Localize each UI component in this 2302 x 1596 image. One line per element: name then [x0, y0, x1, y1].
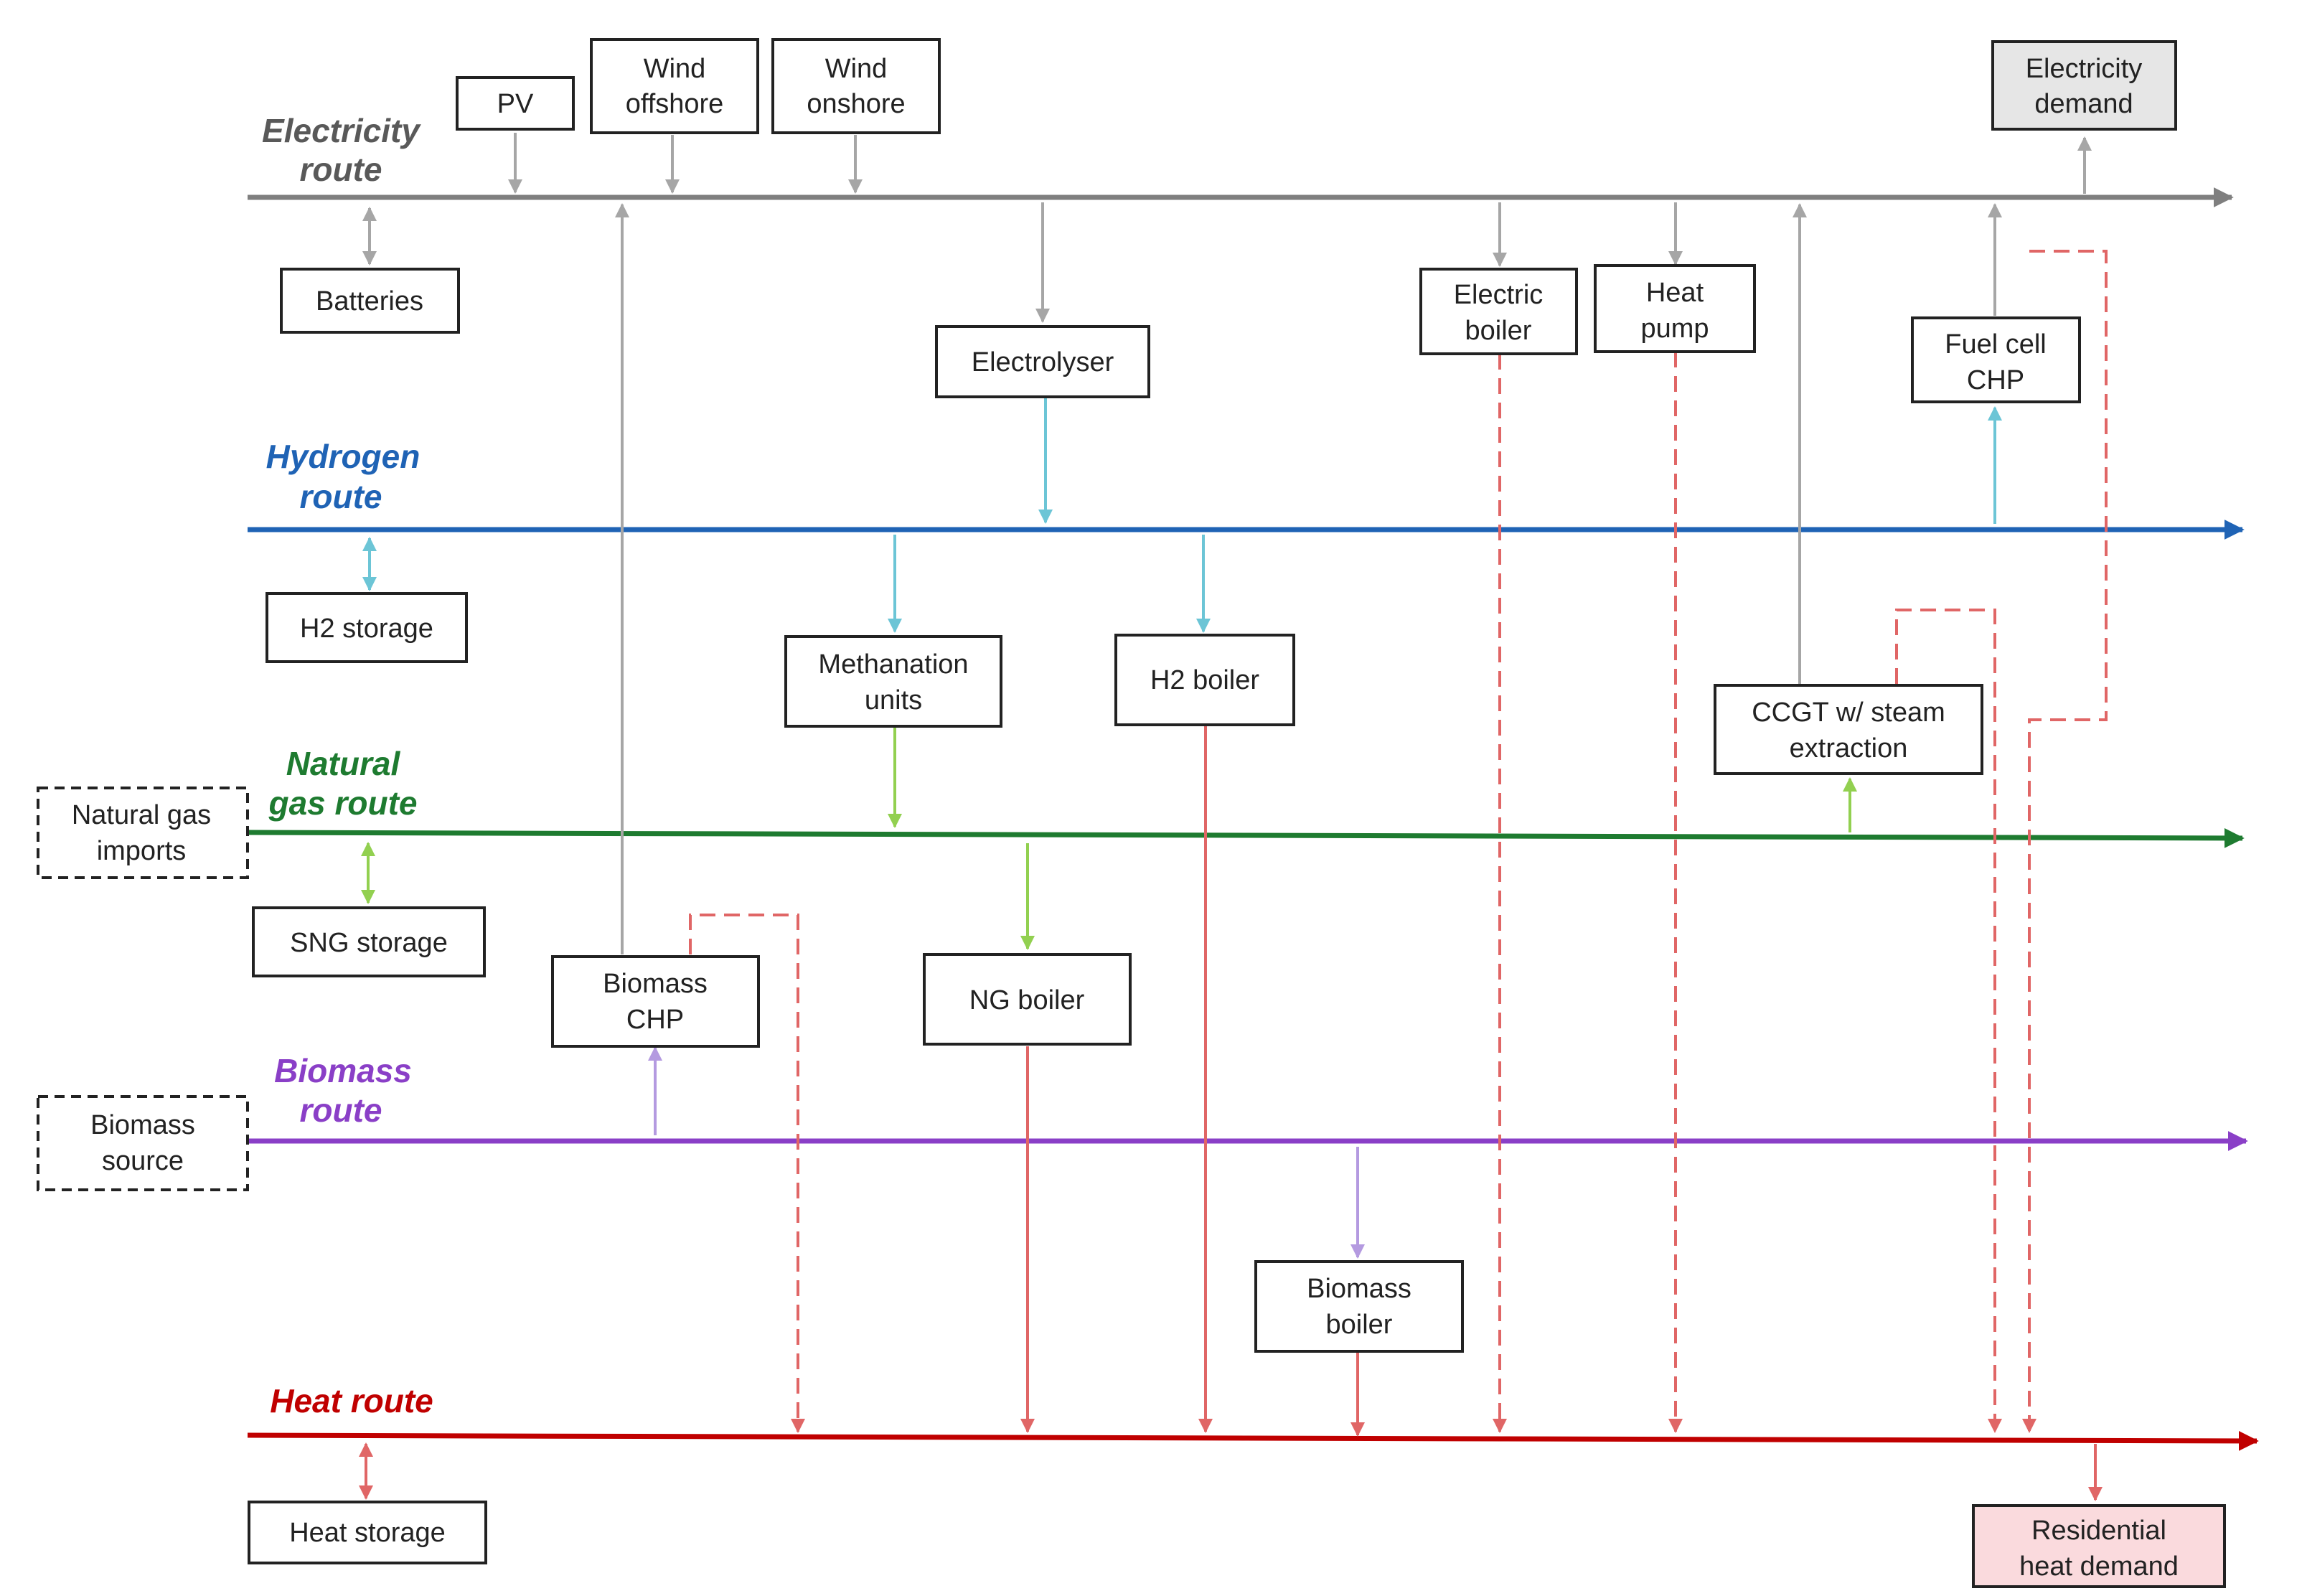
electric-boiler-box: Electric boiler — [1419, 268, 1578, 355]
hydrogen-route-label: Hydrogen — [266, 438, 421, 475]
methanation-units-label-2: units — [865, 685, 922, 715]
biomass-chp-heat-dashed-arrow — [689, 914, 805, 1433]
hydrogen-route-label-2: route — [300, 478, 382, 515]
residential-heat-demand-label-1: Residential — [2031, 1516, 2166, 1546]
fuel-cell-chp-label-1: Fuel cell — [1945, 329, 2047, 360]
wind-offshore-label-2: offshore — [626, 89, 724, 119]
residential-heat-demand-label-2: heat demand — [2019, 1552, 2179, 1582]
sng-storage-label: SNG storage — [290, 928, 448, 958]
biomass-source-label-2: source — [102, 1146, 184, 1176]
electricity-demand-box: Electricity demand — [1991, 40, 2177, 131]
electric-boiler-label-1: Electric — [1454, 280, 1544, 310]
natural-gas-route-line — [247, 827, 2245, 848]
biomass-boiler-box: Biomass boiler — [1254, 1260, 1464, 1353]
ccgt-label-2: extraction — [1790, 733, 1908, 764]
wind-onshore-label-1: Wind — [825, 54, 888, 84]
heat-pump-label-1: Heat — [1646, 278, 1704, 308]
h2-storage-label: H2 storage — [300, 614, 433, 644]
methanation-units-box: Methanation units — [784, 635, 1002, 728]
electricity-demand-label-2: demand — [2034, 89, 2133, 119]
biomass-chp-box: Biomass CHP — [551, 955, 760, 1048]
biomass-boiler-label-1: Biomass — [1307, 1274, 1411, 1304]
biomass-source-box: Biomass source — [37, 1095, 249, 1191]
h2-storage-box: H2 storage — [266, 592, 468, 663]
electricity-demand-label-1: Electricity — [2026, 54, 2143, 84]
methanation-units-label-1: Methanation — [818, 649, 968, 680]
heat-storage-box: Heat storage — [248, 1501, 487, 1564]
electricity-route-label-2: route — [300, 151, 382, 188]
biomass-route-label-2: route — [300, 1092, 382, 1129]
fuel-cell-chp-label-2: CHP — [1967, 365, 2024, 395]
batteries-label: Batteries — [316, 286, 423, 316]
biomass-source-label-1: Biomass — [90, 1110, 195, 1140]
natural-gas-imports-label-1: Natural gas — [72, 800, 211, 830]
heat-route-label: Heat route — [270, 1382, 433, 1419]
sng-storage-box: SNG storage — [252, 906, 486, 977]
biomass-boiler-label-2: boiler — [1326, 1310, 1393, 1340]
fuel-cell-heat-dashed-arrow — [2022, 250, 2108, 1433]
electrolyser-box: Electrolyser — [935, 325, 1150, 398]
fuel-cell-chp-box: Fuel cell CHP — [1911, 316, 2081, 403]
wind-offshore-box: Wind offshore — [590, 38, 759, 134]
wind-onshore-label-2: onshore — [807, 89, 905, 119]
electrolyser-label: Electrolyser — [972, 347, 1114, 377]
h2-boiler-box: H2 boiler — [1114, 634, 1295, 726]
ng-boiler-box: NG boiler — [923, 953, 1132, 1046]
ccgt-box: CCGT w/ steam extraction — [1714, 684, 1983, 775]
wind-onshore-box: Wind onshore — [771, 38, 941, 134]
wind-offshore-label-1: Wind — [644, 54, 706, 84]
pv-box: PV — [456, 76, 575, 131]
ng-boiler-label: NG boiler — [969, 985, 1085, 1015]
natural-gas-route-label-2: gas route — [268, 784, 417, 822]
heat-pump-box: Heat pump — [1594, 264, 1756, 353]
natural-gas-imports-label-2: imports — [97, 836, 187, 866]
batteries-box: Batteries — [280, 268, 460, 334]
electric-boiler-label-2: boiler — [1465, 316, 1532, 346]
ccgt-heat-dashed-arrow — [1895, 609, 2002, 1433]
natural-gas-route-label: Natural — [286, 745, 401, 782]
biomass-chp-label-2: CHP — [626, 1005, 684, 1035]
heat-route-line — [247, 1430, 2259, 1451]
electricity-route-label: Electricity — [262, 112, 421, 149]
heat-pump-label-2: pump — [1640, 314, 1709, 344]
residential-heat-demand-box: Residential heat demand — [1972, 1504, 2226, 1588]
ccgt-label-1: CCGT w/ steam — [1752, 698, 1945, 728]
natural-gas-imports-box: Natural gas imports — [37, 787, 249, 879]
biomass-route-label: Biomass — [274, 1052, 412, 1089]
h2-boiler-label: H2 boiler — [1150, 665, 1259, 695]
pv-label: PV — [497, 89, 534, 119]
biomass-chp-label-1: Biomass — [603, 969, 708, 999]
heat-storage-label: Heat storage — [289, 1518, 446, 1548]
